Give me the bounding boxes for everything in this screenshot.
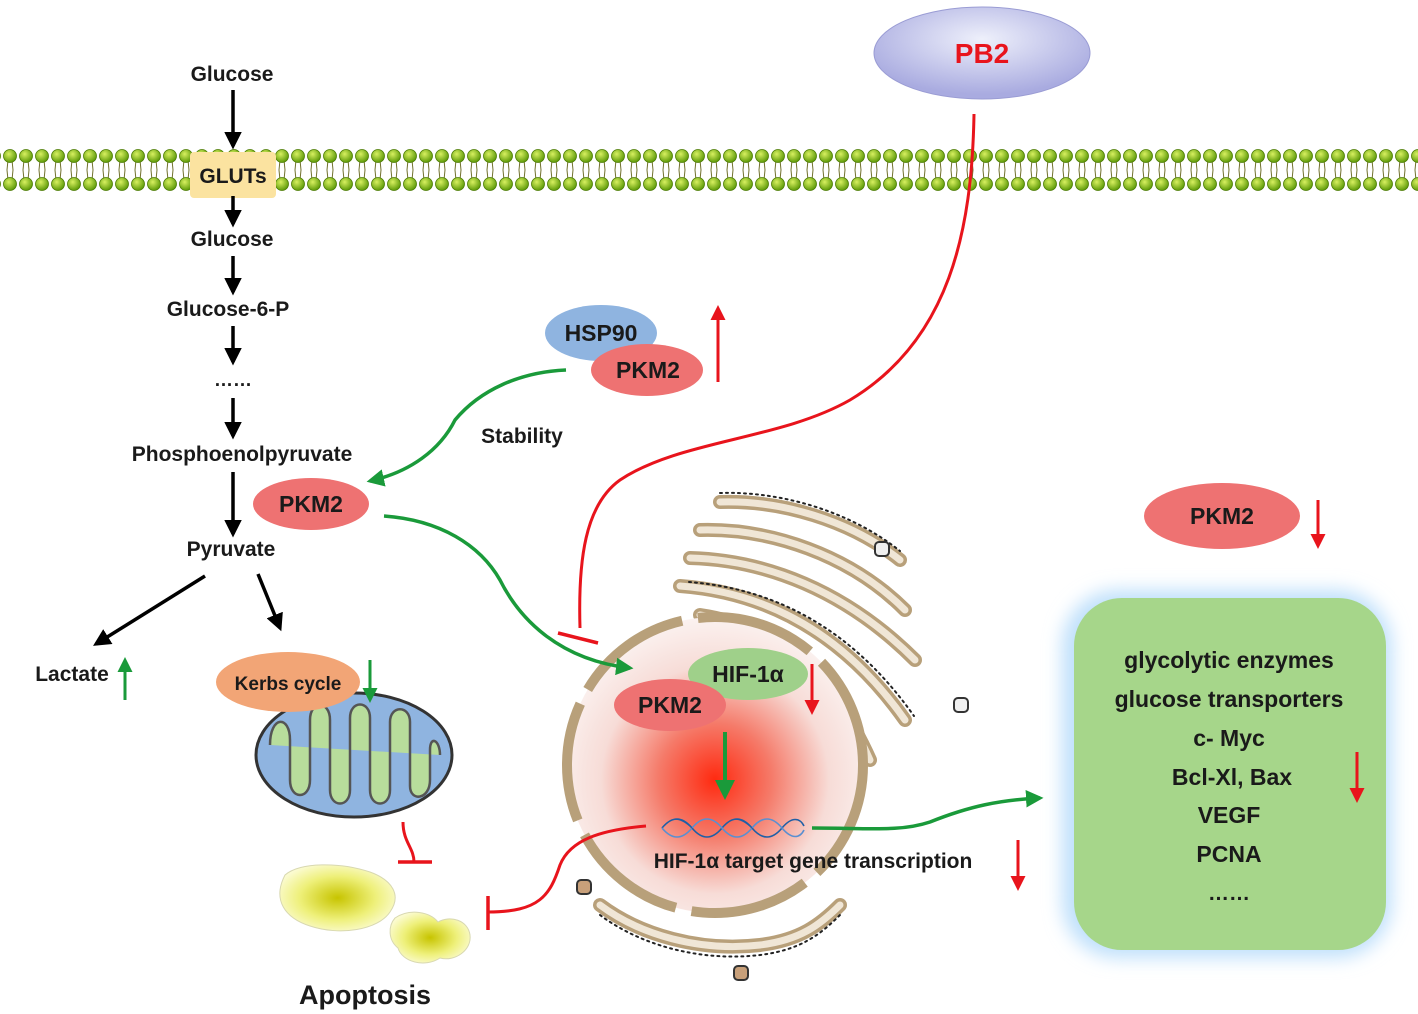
glucose-6-p-label: Glucose-6-P xyxy=(167,298,290,321)
target-genes-box xyxy=(1074,598,1386,950)
hif1a-node xyxy=(688,648,808,700)
pkm2-cytosol-node xyxy=(253,478,369,530)
target-gene: c- Myc xyxy=(1193,725,1265,751)
transcription-label: HIF-1α target gene transcription xyxy=(654,850,973,873)
target-gene: VEGF xyxy=(1198,802,1261,828)
pb2-inhibits-nucleus xyxy=(578,113,976,629)
pathway-dots-label: …… xyxy=(214,370,252,391)
stability-arrow xyxy=(366,368,567,487)
mito-inhibits-apoptosis xyxy=(401,821,416,863)
apoptosis-label: Apoptosis xyxy=(299,980,431,1010)
dna-helix-icon xyxy=(661,818,805,838)
glucose-outside-label: Glucose xyxy=(191,63,274,86)
phosphoenolpyruvate-label: Phosphoenolpyruvate xyxy=(132,443,353,466)
hsp90-label: HSP90 xyxy=(565,320,638,346)
target-gene: Bcl-Xl, Bax xyxy=(1172,764,1292,790)
pyruvate-label: Pyruvate xyxy=(187,538,276,561)
stability-label: Stability xyxy=(481,425,563,448)
gluts-transporter xyxy=(190,152,276,198)
pkm2-cytosol-label: PKM2 xyxy=(279,491,343,517)
target-gene: …… xyxy=(1208,882,1250,905)
target-gene: glycolytic enzymes xyxy=(1124,647,1334,673)
krebs-cycle-label: Kerbs cycle xyxy=(235,674,342,695)
target-gene-list: glycolytic enzymes glucose transporters … xyxy=(1115,647,1344,905)
target-gene: PCNA xyxy=(1196,841,1261,867)
pkm2-complex-node xyxy=(591,344,703,396)
gluts-label: GLUTs xyxy=(199,165,266,188)
dna-to-targets-arrow xyxy=(811,789,1044,831)
hif1a-label: HIF-1α xyxy=(712,661,784,687)
ribosome-vesicles xyxy=(576,541,969,981)
pkm2-right-label: PKM2 xyxy=(1190,503,1254,529)
apoptotic-bodies xyxy=(279,864,471,964)
pkm2-nuclear-node xyxy=(614,679,726,731)
pb2-drug-node xyxy=(873,6,1091,100)
dna-inhibits-apoptosis xyxy=(487,824,647,914)
target-gene: glucose transporters xyxy=(1115,686,1344,712)
pb2-inhibit-bar xyxy=(557,631,599,645)
pkm2-complex-label: PKM2 xyxy=(616,357,680,383)
pkm2-nuclear-label: PKM2 xyxy=(638,692,702,718)
glucose-inside-label: Glucose xyxy=(191,228,274,251)
krebs-cycle-node xyxy=(216,652,360,712)
nuclear-envelope xyxy=(562,612,868,918)
pkm2-right-node xyxy=(1144,483,1300,549)
pb2-label: PB2 xyxy=(955,38,1009,69)
lactate-label: Lactate xyxy=(35,663,109,686)
arrow-pyruvate-to-krebs xyxy=(256,573,283,632)
arrow-pyruvate-to-lactate xyxy=(93,574,206,646)
pkm2-to-nucleus-arrow xyxy=(383,514,634,676)
mitochondrion xyxy=(254,691,454,819)
